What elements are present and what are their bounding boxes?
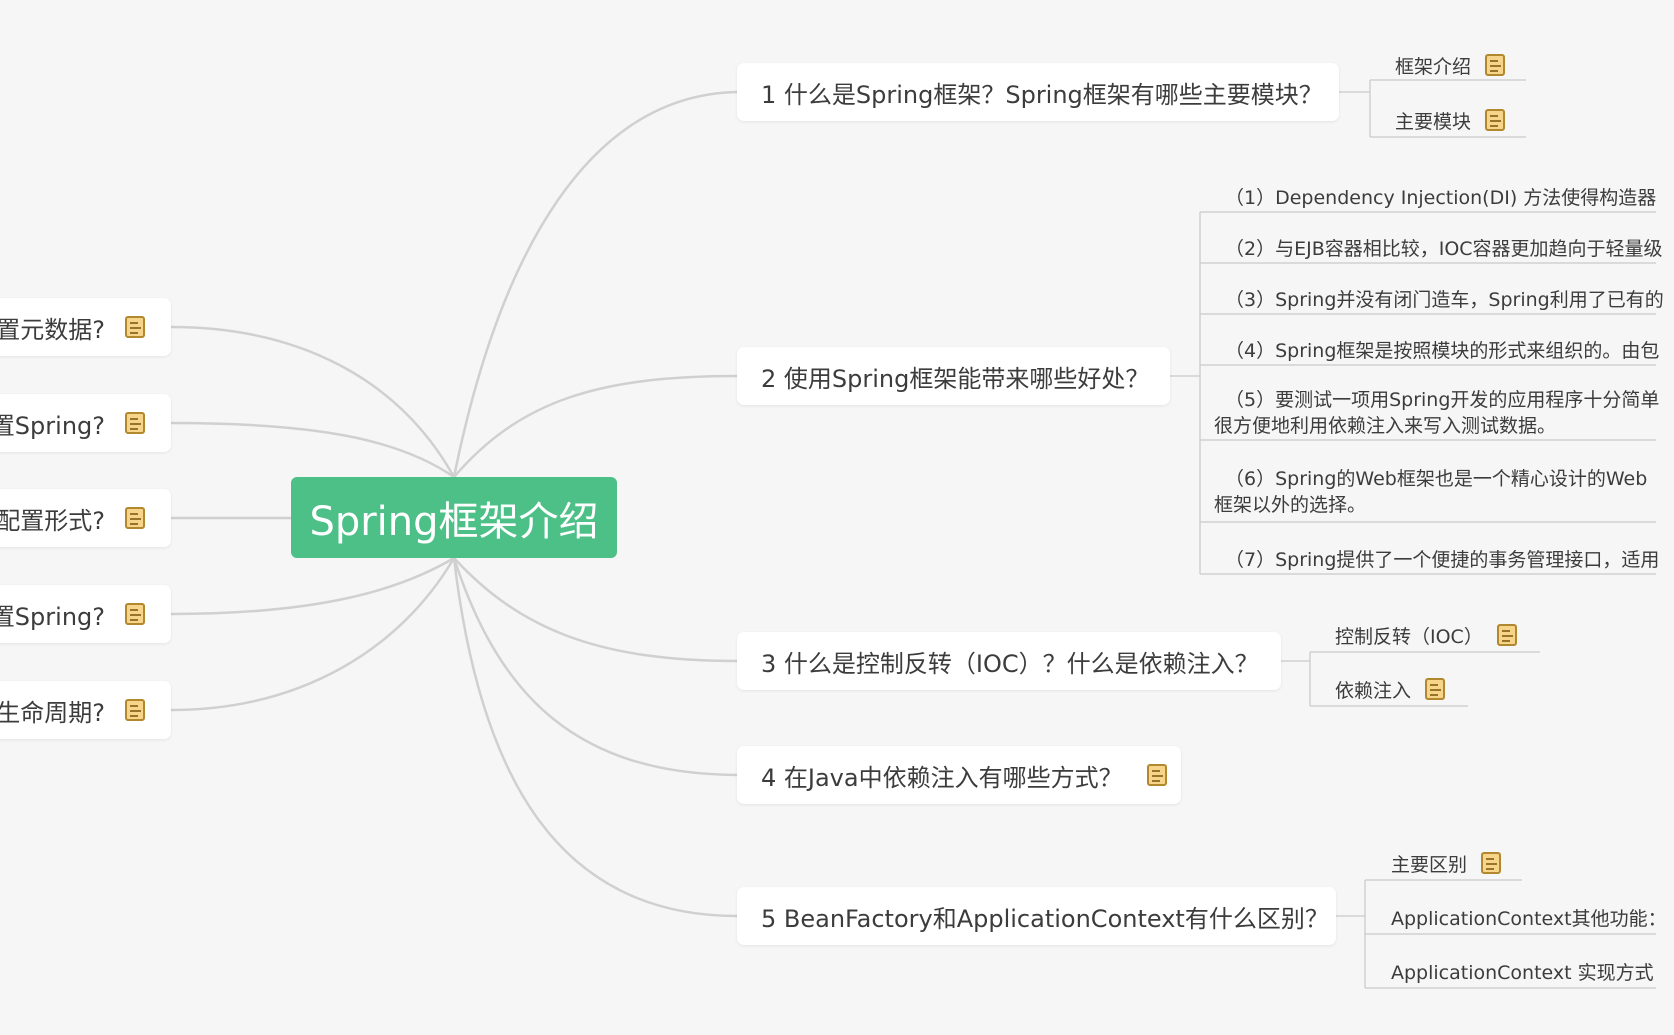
subtopic-label: （1）Dependency Injection(DI) 方法使得构造器 xyxy=(1225,186,1657,209)
note-icon[interactable] xyxy=(125,507,145,529)
subtopic-label: （7）Spring提供了一个便捷的事务管理接口，适用 xyxy=(1225,548,1660,571)
subtopic[interactable]: ApplicationContext 实现方式 xyxy=(1391,957,1654,985)
subtopic-label-line2: 框架以外的选择。 xyxy=(1214,494,1367,516)
subtopic-label: （6）Spring的Web框架也是一个精心设计的Web xyxy=(1225,468,1648,490)
topic-4[interactable]: 4 在Java中依赖注入有哪些方式？ xyxy=(737,746,1181,804)
left-topic[interactable]: 置Spring? xyxy=(0,394,171,452)
subtopic[interactable]: （5）要测试一项用Spring开发的应用程序十分简单 很方便地利用依赖注入来写入… xyxy=(1214,387,1674,439)
topic-2[interactable]: 2 使用Spring框架能带来哪些好处？ xyxy=(737,347,1170,405)
left-topic[interactable]: 置元数据? xyxy=(0,298,171,356)
note-icon[interactable] xyxy=(1496,624,1517,646)
topic-2-label: 2 使用Spring框架能带来哪些好处？ xyxy=(761,364,1150,393)
left-topic[interactable]: 配置形式? xyxy=(0,489,171,547)
note-icon[interactable] xyxy=(125,316,145,338)
topic-5[interactable]: 5 BeanFactory和ApplicationContext有什么区别？ xyxy=(737,887,1336,945)
subtopic-label: （4）Spring框架是按照模块的形式来组织的。由包 xyxy=(1225,339,1660,362)
subtopic[interactable]: （7）Spring提供了一个便捷的事务管理接口，适用 xyxy=(1225,545,1659,571)
left-topic[interactable]: 置Spring? xyxy=(0,585,171,643)
topic-3-label: 3 什么是控制反转（IOC）？什么是依赖注入？ xyxy=(761,649,1259,678)
note-icon[interactable] xyxy=(1481,852,1502,874)
subtopic[interactable]: 主要区别 xyxy=(1391,849,1502,877)
topic-1[interactable]: 1 什么是Spring框架？Spring框架有哪些主要模块？ xyxy=(737,63,1339,121)
subtopic-label: ApplicationContext 实现方式 xyxy=(1391,961,1654,984)
left-topic-label: 配置形式? xyxy=(0,506,105,535)
subtopic-label: （3）Spring并没有闭门造车，Spring利用了已有的 xyxy=(1225,288,1664,311)
subtopic[interactable]: （4）Spring框架是按照模块的形式来组织的。由包 xyxy=(1225,336,1659,362)
note-icon[interactable] xyxy=(1146,764,1167,786)
subtopic[interactable]: （1）Dependency Injection(DI) 方法使得构造器 xyxy=(1225,183,1656,209)
subtopic[interactable]: 主要模块 xyxy=(1395,107,1506,133)
subtopic-label: 依赖注入 xyxy=(1335,679,1412,702)
left-topic-label: 生命周期? xyxy=(0,698,105,727)
note-icon[interactable] xyxy=(1485,109,1506,131)
topic-4-label: 4 在Java中依赖注入有哪些方式？ xyxy=(761,763,1123,792)
subtopic[interactable]: ApplicationContext其他功能： xyxy=(1391,903,1667,931)
subtopic[interactable]: 框架介绍 xyxy=(1395,52,1506,78)
left-topic-label: 置元数据? xyxy=(0,315,105,344)
topic-3[interactable]: 3 什么是控制反转（IOC）？什么是依赖注入？ xyxy=(737,632,1281,690)
subtopic-label: （2）与EJB容器相比较，IOC容器更加趋向于轻量级 xyxy=(1225,237,1663,260)
subtopic-label: （5）要测试一项用Spring开发的应用程序十分简单 xyxy=(1225,389,1660,411)
subtopic-label-line2: 很方便地利用依赖注入来写入测试数据。 xyxy=(1214,415,1557,437)
note-icon[interactable] xyxy=(1425,678,1446,700)
note-icon[interactable] xyxy=(125,699,145,721)
note-icon[interactable] xyxy=(125,603,145,625)
note-icon[interactable] xyxy=(1485,54,1506,76)
topic-5-label: 5 BeanFactory和ApplicationContext有什么区别？ xyxy=(761,904,1329,933)
subtopic-label: 框架介绍 xyxy=(1395,55,1472,78)
note-icon[interactable] xyxy=(125,412,145,434)
subtopic-label: 控制反转（IOC） xyxy=(1335,625,1483,648)
subtopic[interactable]: 依赖注入 xyxy=(1335,675,1446,703)
root-topic[interactable]: Spring框架介绍 xyxy=(291,477,617,558)
topic-1-label: 1 什么是Spring框架？Spring框架有哪些主要模块？ xyxy=(761,80,1323,109)
left-topic[interactable]: 生命周期? xyxy=(0,681,171,739)
subtopic-label: 主要模块 xyxy=(1395,110,1472,133)
left-topic-label: 置Spring? xyxy=(0,602,105,631)
subtopic[interactable]: （3）Spring并没有闭门造车，Spring利用了已有的 xyxy=(1225,285,1664,311)
subtopic[interactable]: （2）与EJB容器相比较，IOC容器更加趋向于轻量级 xyxy=(1225,234,1663,260)
subtopic[interactable]: （6）Spring的Web框架也是一个精心设计的Web 框架以外的选择。 xyxy=(1214,466,1674,518)
subtopic-label: ApplicationContext其他功能： xyxy=(1391,907,1667,930)
subtopic-label: 主要区别 xyxy=(1391,853,1468,876)
subtopic[interactable]: 控制反转（IOC） xyxy=(1335,621,1517,649)
left-topic-label: 置Spring? xyxy=(0,411,105,440)
root-topic-label: Spring框架介绍 xyxy=(309,498,599,545)
